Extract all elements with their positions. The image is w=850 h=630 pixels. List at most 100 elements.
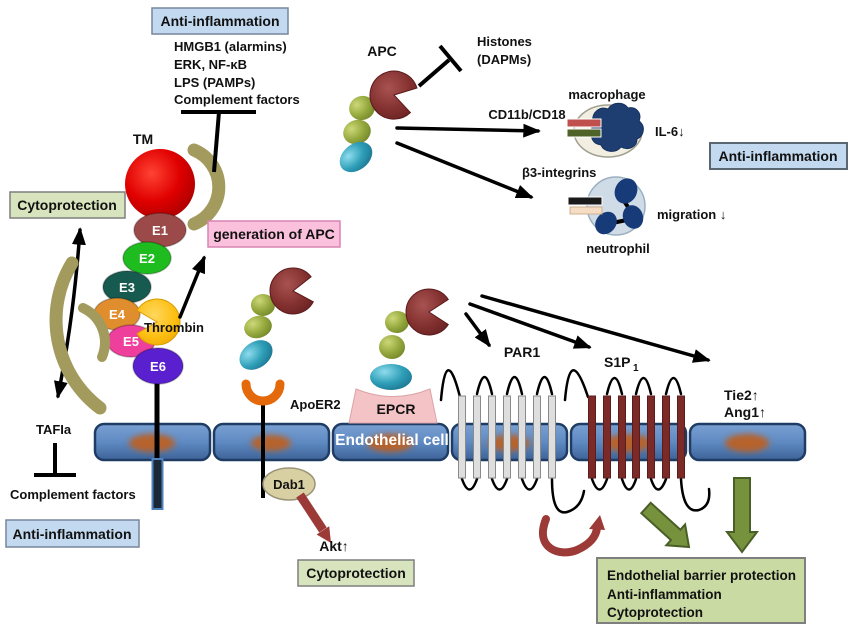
box-bg: [9, 191, 126, 219]
cd11b-receptor-bar: [566, 118, 602, 128]
par1-label: PAR1: [504, 344, 541, 360]
neutrophil-lobe: [614, 178, 638, 204]
neutrophil-lobe: [622, 205, 644, 229]
s1p1-c-terminus-tail: [679, 477, 711, 512]
macrophage: macrophage: [566, 87, 646, 158]
apc-egf-domain: [343, 119, 371, 145]
apc-to-s1p1-arrow: [468, 302, 592, 349]
apc-to-macrophage-arrow: [395, 123, 541, 138]
tm-cytoplasmic-tail: [151, 458, 164, 510]
neutrophil: neutrophil: [567, 176, 650, 256]
s1p1-tm-helix: [677, 395, 685, 479]
outcome-line-3: Cytoprotection: [607, 605, 703, 620]
tm-thrombin-complex: TM E1 E2 E3 E4 E5 E6 Thrombin: [93, 131, 226, 510]
egf-label-e2: E2: [139, 251, 155, 266]
apc-protease-pacman: [405, 288, 449, 336]
outcome-box: Endothelial barrier protection Anti-infl…: [596, 557, 806, 624]
tafia-label: TAFIa: [36, 422, 72, 437]
b3-integrin-bar-light: [569, 206, 603, 215]
neutrophil-label: neutrophil: [586, 241, 650, 256]
s1p1-extracellular-loop: [605, 376, 624, 396]
apoer2-label: ApoER2: [290, 397, 341, 412]
s1p1-label-subscript: 1: [633, 363, 639, 374]
outcome-line-2: Anti-inflammation: [607, 587, 722, 602]
egf-domain-e2: [122, 241, 172, 275]
dab1-akt-arrow-shaft: [296, 492, 327, 533]
par1-c-terminus-tail: [550, 477, 586, 514]
inhibitor-line-4: Complement factors: [174, 92, 300, 107]
dab1-label: Dab1: [273, 477, 305, 492]
s1p1-n-terminus-loop: [563, 369, 590, 402]
cd11b-cd18-label: CD11b/CD18: [488, 107, 565, 122]
dab1-akt-arrow-head: [316, 526, 331, 543]
apc-to-par1-arrow: [464, 312, 491, 348]
dapms-label: (DAPMs): [477, 52, 531, 67]
inhibitor-line-2: ERK, NF-κB: [174, 57, 247, 72]
s1p1-tm-helix: [618, 395, 626, 479]
par1-tm-helix: [503, 395, 511, 479]
par1-extracellular-loop: [505, 375, 524, 396]
neutrophil-lobe: [595, 211, 617, 235]
apc-egf-domain: [385, 310, 409, 334]
generation-of-apc-box: generation of APC: [207, 220, 341, 248]
inhibition-bar-histones: [438, 44, 463, 73]
s1p1-label: S1P: [604, 354, 630, 370]
apc-egf-domain: [349, 95, 375, 121]
inhibition-stem-histones: [417, 58, 451, 88]
s1p1-tm-helix: [662, 395, 670, 479]
egf-label-e3: E3: [119, 280, 135, 295]
par1-tm-helix: [533, 395, 541, 479]
inhibitor-line-1: HMGB1 (alarmins): [174, 39, 287, 54]
tm-label: TM: [133, 131, 153, 147]
s1p1-tm-helix: [647, 395, 655, 479]
b3-integrins-label: β3-integrins: [522, 165, 596, 180]
apc-protease-pacman: [269, 267, 314, 315]
cytoprotection-bottom-box: Cytoprotection: [297, 559, 415, 587]
transactivation-arrow-head: [589, 515, 605, 530]
egf-label-e4: E4: [109, 307, 126, 322]
s1p1-tm-helix: [588, 395, 596, 479]
apc-egf-domain: [251, 294, 275, 316]
s1p1-intracellular-loop: [590, 477, 609, 491]
complement-factors-label: Complement factors: [10, 487, 136, 502]
egf-label-e5: E5: [123, 334, 139, 349]
epcr-receptor: [348, 388, 438, 424]
box-label: Anti-inflammation: [13, 526, 132, 542]
box-bg: [709, 142, 848, 170]
box-label: generation of APC: [213, 226, 335, 242]
right-anti-inflammation-box: Anti-inflammation: [709, 142, 848, 170]
dab1-protein: [262, 467, 316, 501]
box-label: Cytoprotection: [17, 197, 117, 213]
box-bg: [207, 220, 341, 248]
inhibitor-line-3: LPS (PAMPs): [174, 75, 255, 90]
par1-n-terminus-loop: [439, 369, 462, 402]
tie2-label: Tie2↑: [724, 387, 759, 403]
cd18-receptor-bar: [566, 128, 602, 138]
apc-gla-domain: [370, 364, 412, 390]
migration-label: migration ↓: [657, 207, 726, 222]
outcome-line-1: Endothelial barrier protection: [607, 568, 796, 583]
egf-label-e1: E1: [152, 223, 168, 238]
box-label: Cytoprotection: [306, 565, 406, 581]
apc-gla-domain: [239, 340, 273, 370]
khaki-crescent-tm: [187, 143, 226, 231]
thrombin-label: Thrombin: [144, 320, 204, 335]
box-label: Anti-inflammation: [719, 148, 838, 164]
par1-intracellular-loop: [520, 477, 539, 491]
par1-intracellular-loop: [460, 477, 479, 491]
bottom-left-anti-inflammation-box: Anti-inflammation: [5, 519, 140, 548]
par1-tm-helix: [473, 395, 481, 479]
histones-label: Histones: [477, 34, 532, 49]
endothelial-cell-label: Endothelial cell: [335, 432, 449, 449]
apc-on-apoer2: ApoER2 Dab1 Akt↑: [239, 267, 349, 554]
macrophage-nucleus: [590, 102, 644, 152]
s1p1-extracellular-loop: [634, 376, 653, 396]
ang1-label: Ang1↑: [724, 404, 766, 420]
s1p1-intracellular-loop: [649, 477, 668, 491]
thrombin-pacman: [136, 298, 181, 346]
akt-label: Akt↑: [319, 538, 349, 554]
transactivation-curved-arrow: [539, 515, 601, 557]
par1-tm-helix: [488, 395, 496, 479]
cytoprotection-left-box: Cytoprotection: [9, 191, 126, 219]
apc-to-neutrophil-arrow: [395, 141, 534, 199]
